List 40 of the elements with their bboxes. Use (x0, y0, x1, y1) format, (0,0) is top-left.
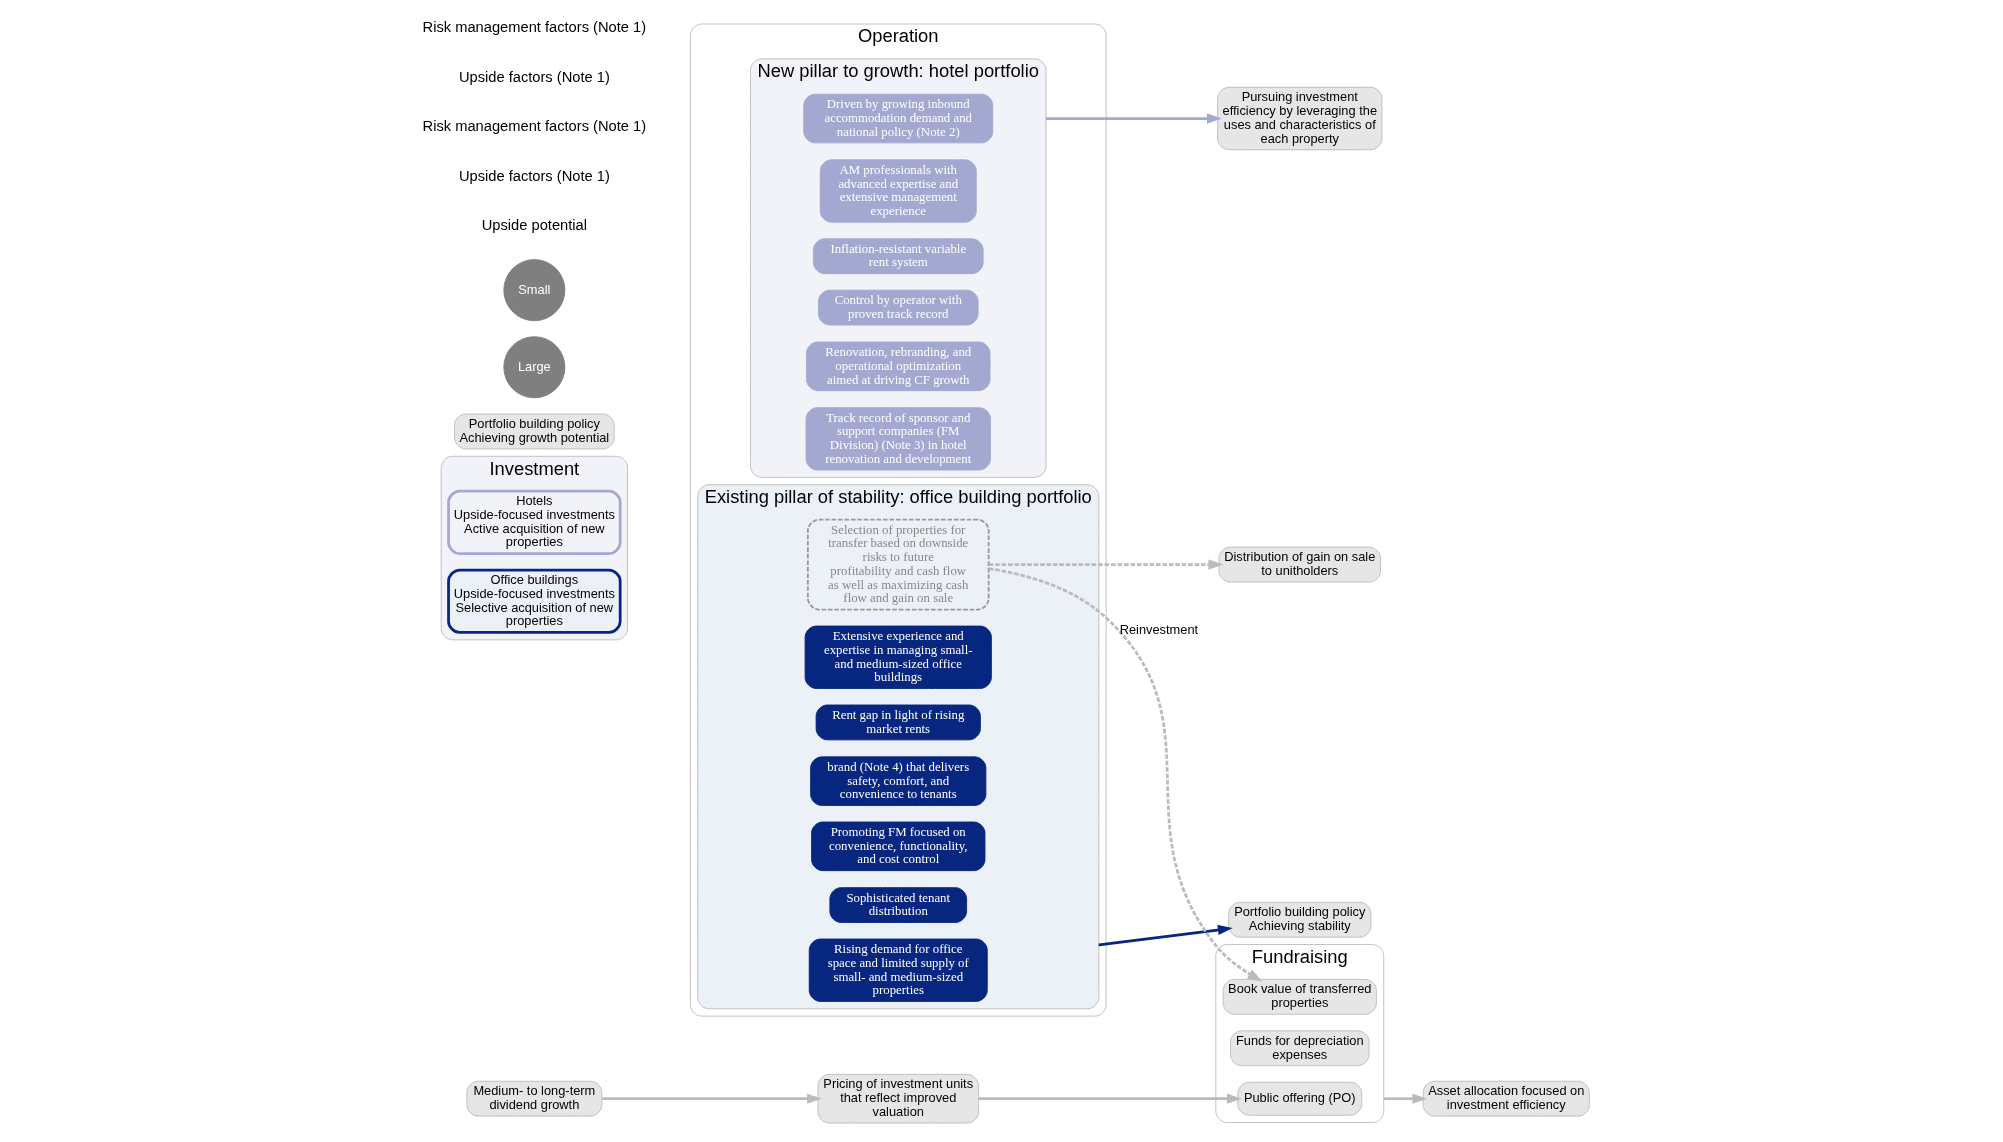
node-box: Medium- to long-term dividend growth (466, 1080, 603, 1117)
node-box: Inflation-resistant variable rent system (812, 238, 984, 275)
node-box: Promoting FM focused on convenience, functionality, and cost control (811, 821, 986, 872)
node-box: Track record of sponsor and support companies (FM Division) (Note 3) in hotel renovation and development (805, 407, 991, 471)
node-box: Portfolio building policy Achieving growth potential (454, 413, 615, 450)
label: Upside factors (Note 1) (458, 167, 610, 184)
node-box: Portfolio building policy Achieving stability (1228, 901, 1372, 938)
node-box: Rising demand for office space and limited supply of small- and medium-sized properties (808, 938, 988, 1002)
node-box: AM professionals with advanced expertise and extensive management experience (819, 159, 977, 223)
node-box: Driven by growing inbound accommodation demand and national policy (Note 2) (803, 93, 994, 144)
node-box: brand (Note 4) that delivers safety, comfort, and convenience to tenants (810, 756, 987, 806)
arrow (1383, 1093, 1428, 1104)
label: Risk management factors (Note 1) (422, 19, 647, 36)
label: Upside factors (Note 1) (458, 68, 610, 85)
node-box: Pursuing investment efficiency by leveraging the uses and characteristics of each property (1217, 86, 1383, 151)
arrow (602, 1093, 822, 1104)
arrow (988, 559, 1224, 570)
node-box: Hotels Upside-focused investments Active acquisition of new properties (447, 489, 622, 555)
node-box: Book value of transferred properties (1222, 978, 1377, 1015)
node-box: Rent gap in light of rising market rents (815, 704, 981, 741)
node-box: Asset allocation focused on investment efficiency (1422, 1080, 1590, 1117)
node-box: Funds for depreciation expenses (1230, 1030, 1370, 1067)
arrow (1046, 113, 1222, 124)
node-circle: Large (503, 336, 566, 399)
node-box: Sophisticated tenant distribution (829, 887, 968, 923)
node-box: Selection of properties for transfer based on downside risks to future profitability and cash flow as well as maximizing cash flow and gain on sale (806, 518, 990, 611)
label: Upside potential (481, 217, 587, 234)
node-box: Extensive experience and expertise in managing small- and medium-sized office buildings (804, 625, 992, 689)
arrow (978, 1093, 1242, 1104)
node-box: Public offering (PO) (1237, 1081, 1363, 1116)
node-box: Control by operator with proven track record (817, 289, 979, 326)
edge-label: Reinvestment (1119, 621, 1199, 637)
node-box: Pricing of investment units that reflect improved valuation (817, 1073, 979, 1124)
node-box: Distribution of gain on sale to unitholders (1218, 546, 1381, 583)
node-box: Office buildings Upside-focused investments Selective acquisition of new properties (447, 568, 622, 634)
label: Risk management factors (Note 1) (422, 118, 647, 135)
arrow (1098, 924, 1233, 947)
arrow (988, 567, 1263, 982)
node-box: Renovation, rebranding, and operational optimization aimed at driving CF growth (806, 341, 991, 392)
node-circle: Small (503, 259, 566, 322)
